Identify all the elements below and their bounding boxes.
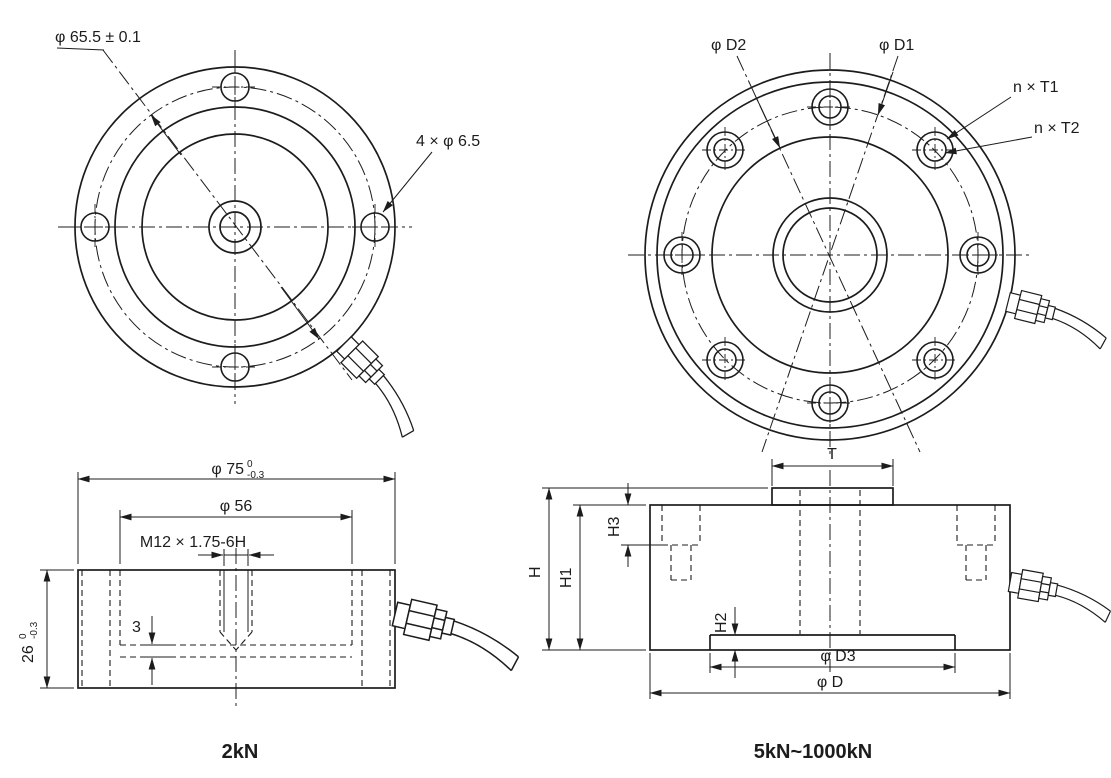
bottom-recess [709,634,956,650]
bolt-hole-centermark [211,63,259,111]
captions: 2kN 5kN~1000kN [222,741,873,763]
label-outer-tol-upper: 0 [247,459,253,470]
label-height-total: H [527,566,544,578]
inner-circle [141,133,329,321]
dim-gap: 3 [132,616,176,685]
dim-outer-dia: φ 75 0 -0.3 [77,459,396,564]
hidden-detail [81,570,391,688]
side-view-5kn-1000kn: T H H1 H3 [527,446,1111,699]
cable-gland [325,332,434,441]
bolt-hole-centermark [954,231,1002,279]
caption-5kn-1000kn: 5kN~1000kN [754,741,872,763]
label-holes-dim: 4 × φ 6.5 [416,133,480,150]
label-thread: M12 × 1.75-6H [140,534,246,551]
bolt-hole-centermark [701,336,749,384]
label-bolt-circle-dim: φ 65.5 ± 0.1 [55,29,141,46]
dim-recess-dia: φ 56 [119,498,353,564]
label-height-tol-upper: 0 [18,633,29,639]
center-boss-circle [208,200,262,254]
side-view-2kn: φ 75 0 -0.3 φ 56 M12 × 1.75-6H 26 0 [18,459,527,706]
cable-gland [387,595,527,673]
caption-2kn: 2kN [222,741,259,763]
label-outer-tol-lower: -0.3 [247,470,265,481]
dim-recess-depth: H2 [713,607,739,678]
dim-outer-dia: φ D [649,653,1011,699]
label-recess-dia: φ 56 [220,498,253,515]
bolt-hole-centermark [351,203,399,251]
leader-t2: n × T2 [944,120,1080,155]
bolt-hole-centermark [806,83,854,131]
label-outer-dia: φ D [817,674,843,691]
top-view-5kn-1000kn: φ D2 φ D1 n × T1 n × T2 [628,37,1111,457]
outer-edge-circle [656,81,1004,429]
label-recess-dia: φ D3 [820,648,855,665]
bolt-hole-centermark [806,379,854,427]
label-counterbore-depth: H3 [606,516,623,537]
leader-holes-dim: 4 × φ 6.5 [382,133,480,213]
dim-bolt-circle: φ 65.5 ± 0.1 [55,29,353,381]
bolt-hole-centermark [658,231,706,279]
center-hole-outer [772,197,888,313]
dim-counterbore-depth: H3 [606,483,662,567]
hidden-detail [661,490,996,634]
label-gap: 3 [132,619,141,636]
dim-height-body: H1 [558,504,646,651]
bolt-hole-centermark [911,336,959,384]
dim-height: 26 0 -0.3 [18,569,74,689]
center-thread-circle [219,211,251,243]
dim-boss-width: T [771,446,894,486]
dim-d1: φ D1 [761,37,914,453]
top-view-2kn: φ 65.5 ± 0.1 4 × φ 6.5 [55,29,480,441]
outer-circle [644,69,1016,441]
label-outer-dia: φ 75 [211,461,244,478]
body-outline [649,504,1011,651]
label-height-tol-lower: -0.3 [29,621,40,639]
cable-gland [1001,287,1111,351]
label-t1: n × T1 [1013,79,1059,96]
dim-d2: φ D2 [711,37,921,453]
bolt-hole-centermark [911,126,959,174]
label-boss-width: T [827,446,837,463]
bolt-hole-centermark [701,126,749,174]
label-t2: n × T2 [1034,120,1080,137]
inner-circle [711,136,949,374]
dim-recess-dia: φ D3 [709,648,956,673]
bolt-hole-centermark [211,343,259,391]
boss-outline [771,487,894,506]
dim-thread: M12 × 1.75-6H [140,534,274,566]
leader-t1: n × T1 [946,79,1059,140]
dim-height-total: H [527,487,768,651]
body-outline [77,569,396,689]
label-d2: φ D2 [711,37,746,54]
label-d1: φ D1 [879,37,914,54]
bolt-hole-centermark [71,203,119,251]
center-hole-inner [782,207,878,303]
label-recess-depth: H2 [713,612,730,633]
label-height-body: H1 [558,567,575,588]
cable-gland [1005,567,1111,624]
label-height: 26 [20,645,37,663]
